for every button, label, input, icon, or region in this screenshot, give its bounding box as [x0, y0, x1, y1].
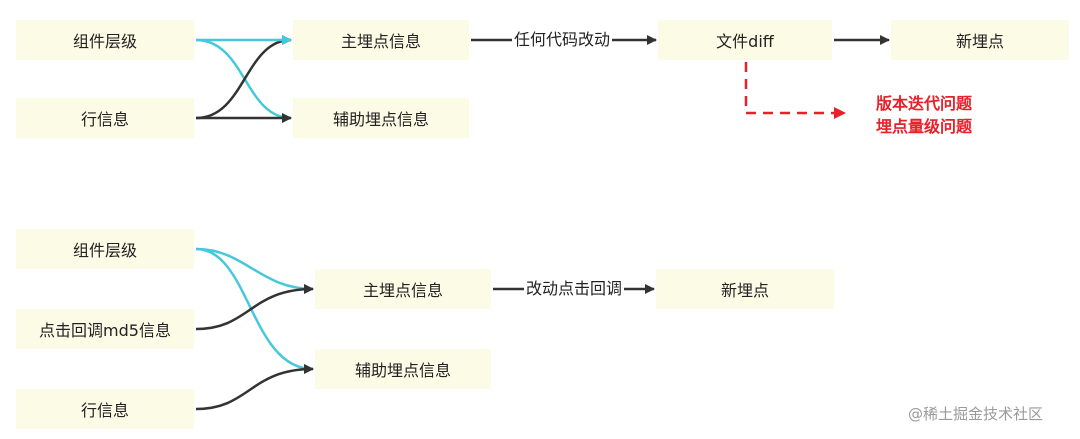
- top-node-main-tracking-info: 主埋点信息: [293, 20, 469, 60]
- top-node-file-diff-label: 文件diff: [716, 32, 774, 51]
- bottom-node-row-info: 行信息: [16, 389, 194, 429]
- top-issue-tracking-volume: 埋点量级问题: [876, 117, 973, 136]
- bottom-node-main-tracking-info-label: 主埋点信息: [362, 281, 443, 300]
- top-node-file-diff: 文件diff: [658, 20, 832, 60]
- bottom-node-click-callback-md5: 点击回调md5信息: [16, 309, 194, 349]
- bottom-node-aux-tracking-info-label: 辅助埋点信息: [354, 361, 451, 380]
- top-node-main-tracking-info-label: 主埋点信息: [340, 32, 421, 51]
- bottom-node-row-info-label: 行信息: [80, 401, 129, 420]
- top-node-component-hierarchy-label: 组件层级: [72, 32, 137, 51]
- top-node-new-tracking-point-label: 新埋点: [955, 32, 1004, 51]
- bottom-node-new-tracking-point: 新埋点: [656, 269, 834, 309]
- top-edge-label-any-code-change: 任何代码改动: [512, 30, 613, 50]
- watermark-text: @稀土掘金技术社区: [908, 405, 1044, 423]
- top-node-aux-tracking-info: 辅助埋点信息: [293, 98, 469, 138]
- top-node-row-info-label: 行信息: [80, 110, 129, 129]
- bottom-node-component-hierarchy-label: 组件层级: [72, 241, 137, 260]
- arrow-bottom-component-to-aux: [195, 247, 314, 374]
- bottom-edge-label-change-click-callback: 改动点击回调: [524, 279, 625, 299]
- top-node-row-info: 行信息: [16, 98, 194, 138]
- top-issues-note: 版本迭代问题 埋点量级问题: [876, 92, 972, 138]
- arrow-top-diff-to-issues: [744, 62, 846, 119]
- bottom-node-main-tracking-info: 主埋点信息: [315, 269, 491, 309]
- arrow-top-row-to-main: [195, 35, 292, 120]
- arrow-bottom-component-to-main: [195, 247, 314, 294]
- bottom-node-component-hierarchy: 组件层级: [16, 229, 194, 269]
- top-node-new-tracking-point: 新埋点: [891, 20, 1069, 60]
- arrow-bottom-row-to-aux: [195, 364, 314, 411]
- top-issue-version-iteration: 版本迭代问题: [876, 94, 973, 113]
- top-node-aux-tracking-info-label: 辅助埋点信息: [332, 110, 429, 129]
- bottom-node-aux-tracking-info: 辅助埋点信息: [315, 349, 491, 389]
- bottom-node-new-tracking-point-label: 新埋点: [720, 281, 769, 300]
- top-node-component-hierarchy: 组件层级: [16, 20, 194, 60]
- bottom-node-click-callback-md5-label: 点击回调md5信息: [39, 321, 171, 340]
- arrow-bottom-md5-to-main: [195, 284, 314, 331]
